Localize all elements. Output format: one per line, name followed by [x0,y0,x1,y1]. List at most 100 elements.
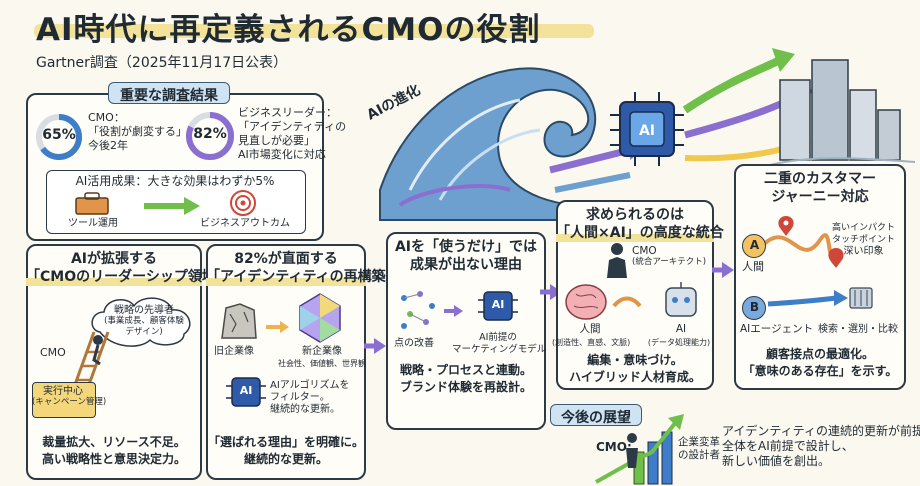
panel2-algo: AIアルゴリズムを フィルター。 継続的な更新。 [270,380,350,416]
scattered-dots-icon [401,291,435,329]
panel1-heading-line-1: AIが拡張する [70,251,158,267]
cmo-finding-line-2: 「役割が劇変する」 [88,125,187,138]
leader-finding-line-4: AI市場変化に対応 [238,148,326,161]
designer-line-1: 企業変革 [678,436,720,448]
new-sub: 社会性、価値観、世界観 [278,359,366,368]
wave-illustration: AIの進化 AI [364,48,916,221]
panel2-body: 「選ばれる理由」を明確に。 継続的な更新。 [206,434,366,468]
outlook-text-line-1: アイデンティティの連続的更新が前提。 [722,424,920,438]
exec-box [32,382,96,418]
journey-b-badge [742,296,766,320]
ai-chip-small-icon [226,377,266,407]
journey-b-letter: B [749,300,760,314]
panel3-model: AI前提の マーケティングモデル [452,332,547,356]
panel3-chip-label: AI [491,298,505,311]
exec-line-2: (キャンペーン管理) [32,397,107,407]
filter-label: 検索・選別・比較 [818,324,898,335]
cmo-percent: 65% [42,127,76,143]
panel2-heading: 82%が直面する 「アイデンティティの再構築」 [206,250,400,286]
target-icon [230,190,256,216]
cloud-line-2: (事業成長、顧客体験 [104,316,184,326]
wave-label: AIの進化 [364,81,423,123]
outlook-designer: 企業変革 の設計者 [678,436,720,462]
panel-journey [734,164,906,390]
panel4-heading-line-2: 「人間×AI」の高度な統合 [556,224,724,242]
dots-label: 点の改善 [394,338,434,349]
panel2-body-line-1: 「選ばれる理由」を明確に。 [207,435,364,449]
leader-finding-line-3: 見直しが必要」 [238,134,315,147]
panel5-body-line-2: 「意味のある存在」を示す。 [742,364,898,378]
journey-paths-icon [762,216,873,309]
ai-label: AI [675,323,687,335]
leader-finding-line-1: ビジネスリーダー： [238,106,337,119]
designer-line-2: の設計者 [678,449,720,461]
model-line-2: マーケティングモデル [452,344,547,355]
panel4-cmo-line-2: (統合アーキテクト) [632,257,707,267]
impact-line-2: タッチポイント [832,235,896,245]
person-icon [607,243,627,278]
exec-line-1: 実行中心 [43,386,83,397]
cloud-line-1: 戦略の先導者 [114,305,174,316]
ai-sub: (データ処理能力) [647,338,711,347]
panel3-heading: AIを「使うだけ」では 成果が出ない理由 [386,238,546,274]
strategy-cloud-text: 戦略の先導者 (事業成長、顧客体験 デザイン) [92,305,196,338]
toolbox-icon [75,192,109,215]
panel4-heading: 求められるのは 「人間×AI」の高度な統合 [556,206,724,242]
impact-line-3: 深い印象 [843,246,884,257]
brain-icon [565,284,607,320]
panel1-body-line-1: 裁量拡大、リソース不足。 [42,435,186,449]
title-highlight [34,24,594,38]
leader-percent-donut [186,112,234,160]
outlook-text: アイデンティティの連続的更新が前提。 全体をAI前提で設計し、 新しい価値を創出… [722,424,920,469]
outcome-label: ビジネスアウトカム [200,218,290,229]
ai-chip-small-icon [478,291,518,321]
crystal-icon [299,293,341,343]
new-label: 新企業像 [302,346,342,357]
panel1-cmo-label: CMO [40,346,66,359]
cmo-finding-line-3: 今後2年 [88,139,128,152]
model-line-1: AI前提の [479,332,517,343]
cmo-finding-line-1: CMO： [88,111,125,124]
panel2-chip-label: AI [239,384,253,397]
human-label: 人間 [579,323,601,335]
panel2-heading-line-1: 82%が直面する [234,251,338,267]
panel2-heading-line-2: 「アイデンティティの再構築」 [206,268,400,286]
panel2-body-line-2: 継続的な更新。 [243,452,328,466]
algo-line-1: AIアルゴリズムを [270,380,350,391]
human-ai-integration-icon [565,282,697,320]
page-subtitle: Gartner調査（2025年11月17日公表） [36,55,288,71]
exec-text: 実行中心 (キャンペーン管理) [32,386,107,408]
panel1-heading: AIが拡張する 「CMOのリーダーシップ領域」 [26,250,230,286]
algo-line-3: 継続的な更新。 [270,404,340,415]
journey-a-badge [742,234,766,258]
tool-label: ツール運用 [68,218,118,229]
ai-chip-label: AI [639,123,655,139]
city-icon [769,59,916,166]
arrow-right-icon [712,262,734,278]
outlook-text-line-2: 全体をAI前提で設計し、 [722,439,854,453]
panel4-cmo-line-1: CMO [632,245,657,257]
panel3-body-line-2: ブランド体験を再設計。 [399,380,532,394]
leader-finding-line-2: 「アイデンティティの [238,120,347,133]
ai-chip-icon [610,92,684,166]
old-label: 旧企業像 [214,346,254,357]
panel3-body-line-1: 戦略・プロセスと連動。 [399,363,532,377]
panel4-body-line-1: 編集・意味づけ。 [587,353,683,367]
panel5-heading-line-2: ジャーニー対応 [771,189,869,205]
panel1-body: 裁量拡大、リソース不足。 高い戦略性と意思決定力。 [26,434,202,468]
journey-b-label: AIエージェント [740,323,814,335]
findings-banner: 重要な調査結果 [108,82,230,104]
panel4-body-line-2: ハイブリッド人材育成。 [569,370,701,384]
panel3-body: 戦略・プロセスと連動。 ブランド体験を再設計。 [386,362,546,396]
impact-text: 高いインパクト タッチポイント 深い印象 [832,222,895,258]
panel4-body: 編集・意味づけ。 ハイブリッド人材育成。 [556,352,714,386]
panel-ai-usage [386,232,546,430]
arrow-right-icon [144,197,200,215]
impact-line-1: 高いインパクト [832,223,896,233]
cloud-line-3: デザイン) [125,327,163,337]
panel4-heading-line-1: 求められるのは [586,207,684,223]
journey-a-label: 人間 [742,260,764,273]
arrow-right-icon [444,305,463,317]
panel5-heading: 二重のカスタマー ジャーニー対応 [734,170,906,206]
arrow-right-icon [266,321,289,333]
